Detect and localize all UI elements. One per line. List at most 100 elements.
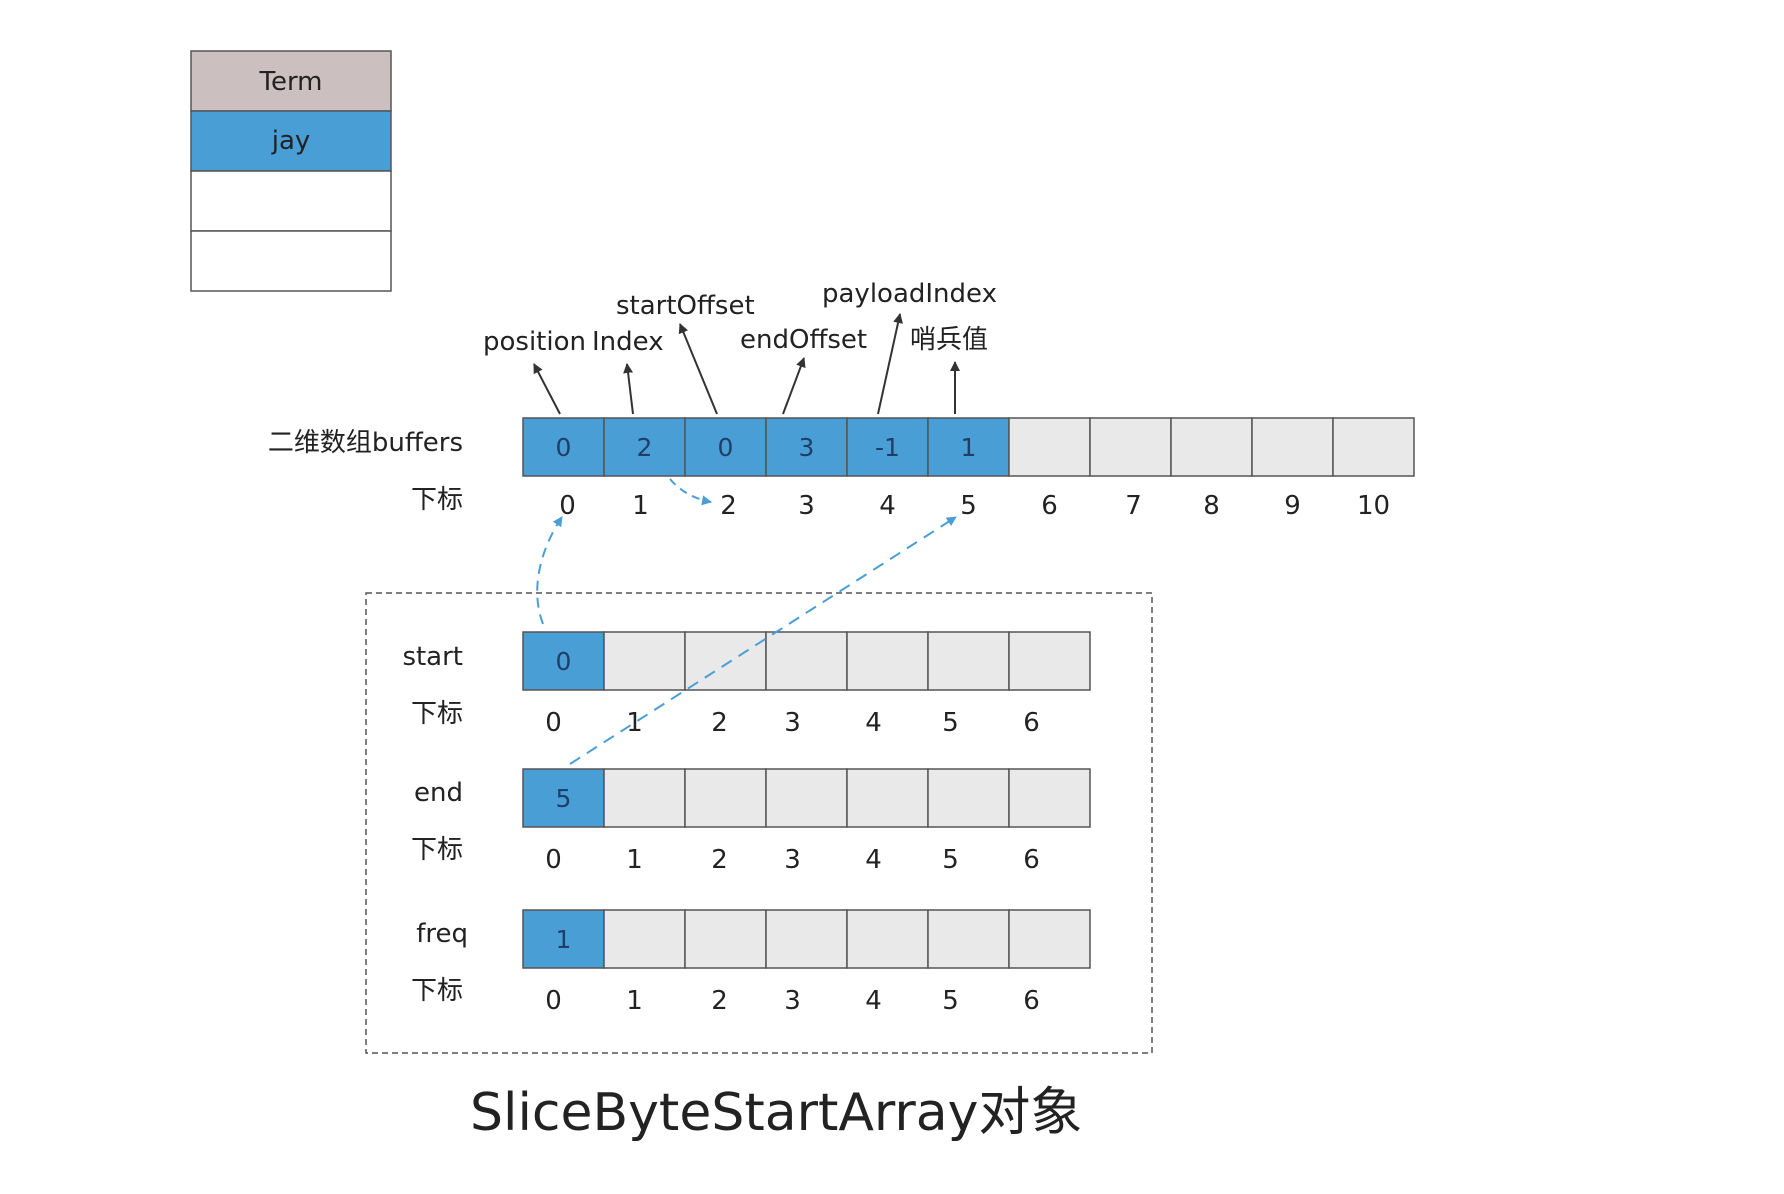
annotation-start-offset: startOffset [616, 291, 755, 321]
start-cell-6 [1008, 631, 1091, 691]
buffer-index-8: 8 [1203, 491, 1220, 521]
term-table-row-0-cell [190, 110, 392, 172]
start-index-3: 3 [784, 708, 801, 738]
start-index-0: 0 [545, 708, 562, 738]
buffer-cell-3 [765, 417, 848, 477]
freq-array-index-label: 下标 [411, 976, 463, 1006]
buffer-cell-9 [1251, 417, 1334, 477]
annotation-sentinel: 哨兵值 [910, 325, 988, 355]
pointer-start-to-buffer-0 [536, 516, 563, 625]
annotation-index: Index [592, 327, 664, 357]
freq-array-label: freq [416, 919, 468, 949]
end-cell-0 [522, 768, 605, 828]
buffer-annotations: position Index startOffset endOffset pay… [483, 279, 997, 415]
start-index-2: 2 [711, 708, 728, 738]
start-cell-4 [846, 631, 929, 691]
term-table-header-cell [190, 50, 392, 112]
start-cell-5 [927, 631, 1010, 691]
buffers-index-label: 下标 [411, 485, 463, 515]
buffer-cell-value-4: -1 [875, 433, 900, 462]
arrow-start-offset [678, 323, 718, 415]
end-cell-3 [765, 768, 848, 828]
buffer-index-6: 6 [1041, 491, 1058, 521]
end-index-6: 6 [1023, 845, 1040, 875]
start-index-5: 5 [942, 708, 959, 738]
freq-array-cells: 1 [522, 909, 1091, 969]
buffer-index-5: 5 [960, 491, 977, 521]
slice-object-frame [365, 592, 1153, 1054]
annotation-end-offset: endOffset [740, 325, 867, 355]
buffer-cell-value-2: 0 [718, 433, 734, 462]
start-cell-2 [684, 631, 767, 691]
arrow-position-index [533, 363, 561, 415]
end-array-label: end [414, 778, 463, 808]
end-array-cells: 5 [522, 768, 1091, 828]
start-index-4: 4 [865, 708, 882, 738]
freq-cell-5 [927, 909, 1010, 969]
caption: SliceByteStartArray对象 [470, 1083, 1082, 1143]
buffer-cell-10 [1332, 417, 1415, 477]
buffer-index-3: 3 [798, 491, 815, 521]
end-cell-6 [1008, 768, 1091, 828]
end-array-index-label: 下标 [411, 835, 463, 865]
freq-cell-2 [684, 909, 767, 969]
buffer-cell-8 [1170, 417, 1253, 477]
buffer-index-0: 0 [559, 491, 576, 521]
freq-index-6: 6 [1023, 986, 1040, 1016]
end-cell-value-0: 5 [556, 784, 572, 813]
arrow-index [623, 363, 634, 415]
end-index-2: 2 [711, 845, 728, 875]
end-cell-2 [684, 768, 767, 828]
freq-index-5: 5 [942, 986, 959, 1016]
term-table-row-1-cell [190, 170, 392, 232]
freq-index-3: 3 [784, 986, 801, 1016]
freq-cell-4 [846, 909, 929, 969]
freq-index-1: 1 [626, 986, 643, 1016]
start-index-6: 6 [1023, 708, 1040, 738]
end-cell-1 [603, 768, 686, 828]
buffer-cell-7 [1089, 417, 1172, 477]
buffer-index-7: 7 [1125, 491, 1142, 521]
start-array-index-label: 下标 [411, 699, 463, 729]
buffer-cell-0 [522, 417, 605, 477]
start-array-label: start [402, 642, 463, 672]
term-table-row-0: jay [271, 126, 311, 156]
freq-cell-1 [603, 909, 686, 969]
buffer-index-10: 10 [1357, 491, 1390, 521]
end-index-3: 3 [784, 845, 801, 875]
annotation-payload-index: payloadIndex [822, 279, 997, 309]
start-array-cells: 0 [522, 631, 1091, 691]
start-cell-3 [765, 631, 848, 691]
end-cell-5 [927, 768, 1010, 828]
buffer-cell-value-3: 3 [799, 433, 815, 462]
pointer-buffer-1-to-2 [669, 478, 712, 506]
freq-index-0: 0 [545, 986, 562, 1016]
end-index-1: 1 [626, 845, 643, 875]
term-table-row-2-cell [190, 230, 392, 292]
buffer-index-4: 4 [879, 491, 896, 521]
arrow-payload-index [877, 313, 903, 415]
freq-index-4: 4 [865, 986, 882, 1016]
buffer-cell-value-5: 1 [961, 433, 977, 462]
term-table-header: Term [258, 67, 322, 97]
end-index-4: 4 [865, 845, 882, 875]
buffers-indices: 0 1 2 3 4 5 6 7 8 9 10 [559, 491, 1390, 521]
buffer-index-9: 9 [1284, 491, 1301, 521]
buffer-index-1: 1 [632, 491, 649, 521]
start-cell-value-0: 0 [556, 647, 572, 676]
freq-index-2: 2 [711, 986, 728, 1016]
buffer-cell-6 [1008, 417, 1091, 477]
end-index-5: 5 [942, 845, 959, 875]
end-cell-4 [846, 768, 929, 828]
freq-cell-value-0: 1 [556, 925, 572, 954]
annotation-position: position [483, 327, 586, 357]
buffer-index-2: 2 [720, 491, 737, 521]
start-cell-1 [603, 631, 686, 691]
freq-cell-6 [1008, 909, 1091, 969]
buffer-cell-value-0: 0 [556, 433, 572, 462]
start-cell-0 [522, 631, 605, 691]
freq-cell-0 [522, 909, 605, 969]
